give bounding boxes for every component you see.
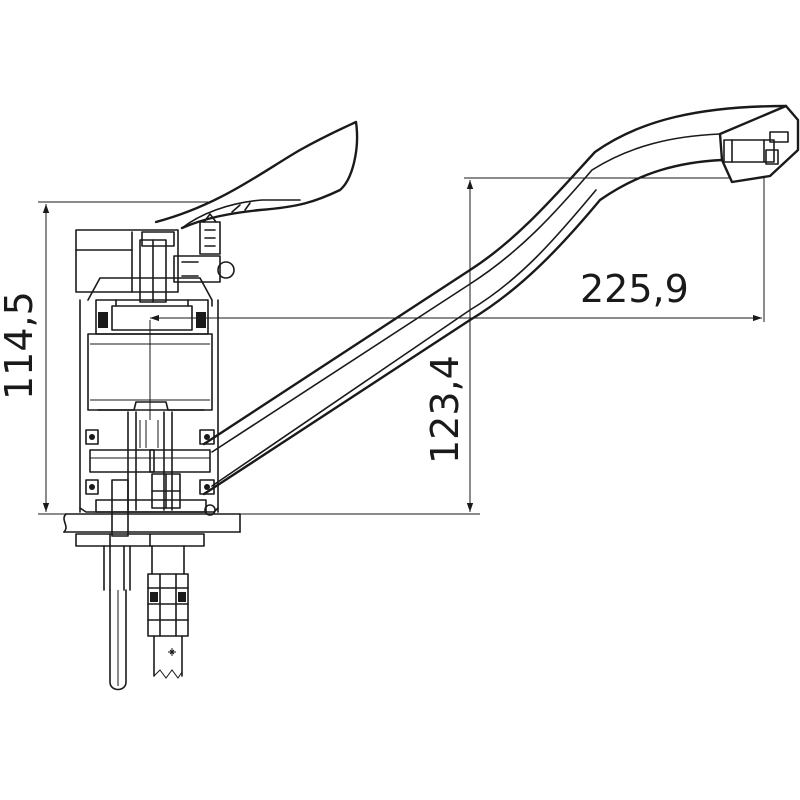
supply-hose xyxy=(147,545,189,679)
dimension-spout-height: 123,4 xyxy=(240,177,730,515)
mounting-base xyxy=(63,513,241,547)
spout xyxy=(202,104,800,496)
lever-handle xyxy=(154,120,359,230)
dimension-spout-height-label: 123,4 xyxy=(423,355,467,464)
mounting-stud xyxy=(103,479,131,691)
faucet-body xyxy=(75,213,235,516)
dimension-body-height-label: 114,5 xyxy=(0,291,41,400)
dimension-spout-reach: 225,9 xyxy=(150,178,765,322)
dimension-body-height: 114,5 xyxy=(0,201,210,515)
dimension-spout-reach-label: 225,9 xyxy=(580,267,689,311)
